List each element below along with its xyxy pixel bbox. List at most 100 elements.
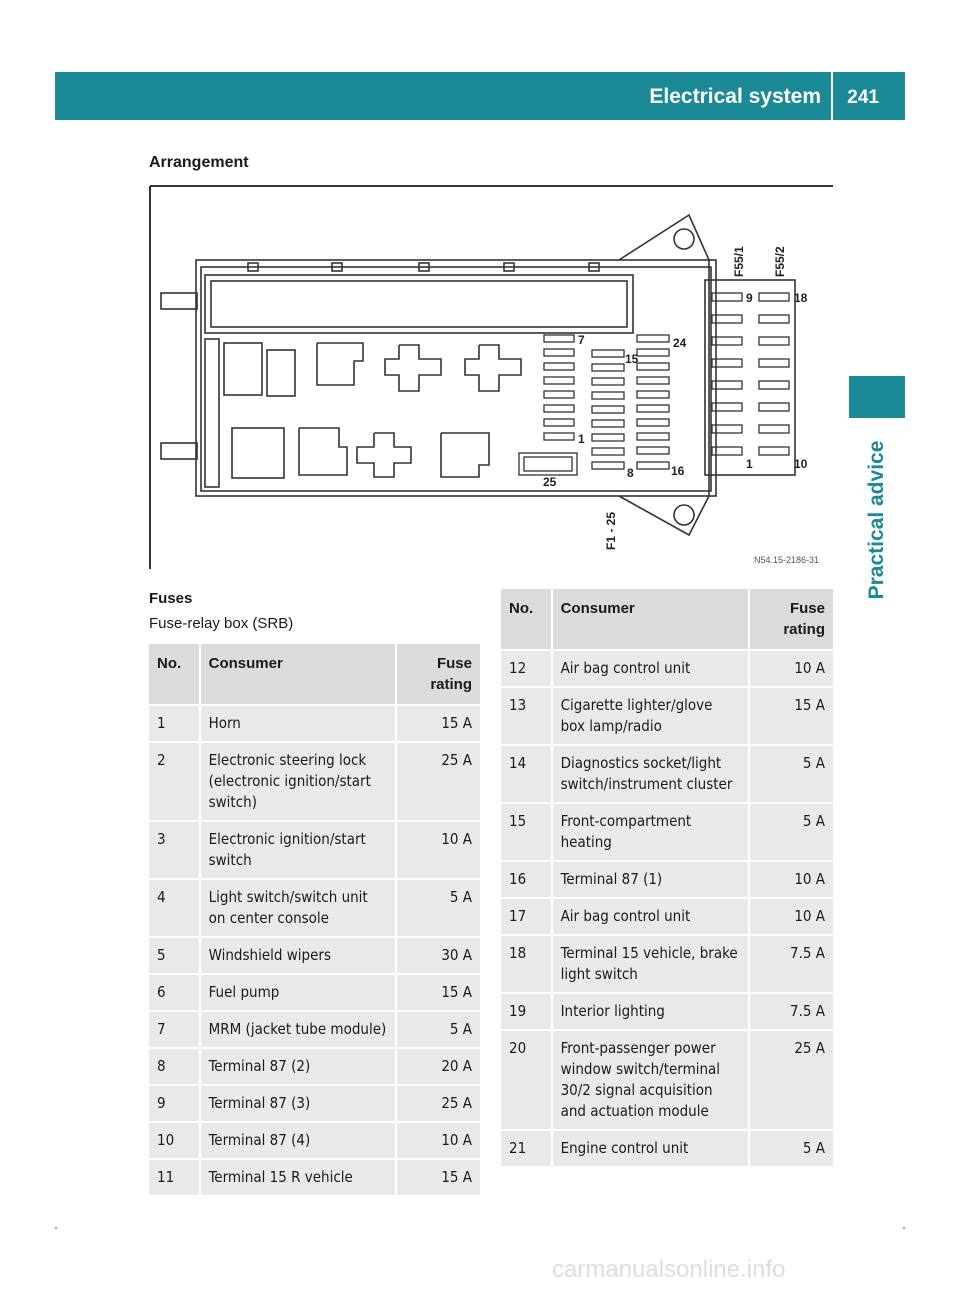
cell-rating: 5 A (750, 1131, 833, 1168)
cell-no: 9 (149, 1086, 201, 1123)
crop-mark-right (903, 1227, 905, 1229)
fuse-box-diagram: F55/1 F55/2 9 18 7 24 15 1 1 10 8 16 25 … (149, 185, 833, 569)
header-bar: Electrical system 241 (55, 72, 905, 120)
cell-no: 13 (501, 688, 553, 746)
header-rating: Fuse rating (397, 644, 480, 706)
cell-consumer: Terminal 87 (4) (200, 1123, 398, 1160)
side-tab-label: Practical advice (865, 440, 888, 600)
cell-no: 19 (501, 994, 553, 1031)
cell-consumer: Windshield wipers (200, 938, 398, 975)
cell-rating: 10 A (750, 899, 833, 936)
cell-rating: 10 A (750, 651, 833, 688)
side-tab: Practical advice (848, 425, 906, 615)
cell-consumer: Front-compartment heating (552, 804, 751, 862)
cell-no: 18 (501, 936, 553, 994)
cell-rating: 15 A (397, 706, 480, 743)
cell-no: 6 (149, 975, 201, 1012)
chapter-title: Electrical system (649, 85, 821, 108)
cell-consumer: Cigarette lighter/glove box lamp/radio (552, 688, 751, 746)
cell-no: 7 (149, 1012, 201, 1049)
header-no: No. (501, 589, 553, 651)
cell-consumer: Terminal 87 (2) (200, 1049, 398, 1086)
cell-no: 21 (501, 1131, 553, 1168)
cell-consumer: Air bag control unit (552, 899, 751, 936)
cell-consumer: Terminal 87 (1) (552, 862, 751, 899)
cell-rating: 25 A (397, 743, 480, 822)
cell-no: 5 (149, 938, 201, 975)
diagram-ref: N54.15-2186-31 (754, 555, 819, 565)
cell-consumer: Terminal 87 (3) (200, 1086, 398, 1123)
cell-rating: 10 A (397, 822, 480, 880)
cell-rating: 7.5 A (750, 936, 833, 994)
cell-no: 12 (501, 651, 553, 688)
label-8: 8 (627, 466, 634, 480)
label-f1-25: F1 - 25 (604, 512, 618, 550)
cell-no: 11 (149, 1160, 201, 1197)
label-9: 9 (746, 291, 753, 305)
cell-consumer: MRM (jacket tube module) (200, 1012, 398, 1049)
label-25: 25 (543, 475, 557, 489)
cell-no: 3 (149, 822, 201, 880)
cell-consumer: Terminal 15 vehicle, brake light switch (552, 936, 751, 994)
cell-rating: 5 A (397, 1012, 480, 1049)
watermark-url: carmanualsonline.info (552, 1256, 786, 1283)
header-consumer: Consumer (200, 644, 398, 706)
cell-rating: 10 A (750, 862, 833, 899)
cell-no: 14 (501, 746, 553, 804)
cell-rating: 5 A (750, 804, 833, 862)
cell-rating: 25 A (750, 1031, 833, 1131)
label-18: 18 (794, 291, 808, 305)
label-1-left: 1 (578, 432, 585, 446)
cell-consumer: Electronic ignition/start switch (200, 822, 398, 880)
cell-rating: 15 A (397, 1160, 480, 1197)
label-15: 15 (625, 352, 639, 366)
cell-consumer: Diagnostics socket/light switch/instrume… (552, 746, 751, 804)
cell-rating: 10 A (397, 1123, 480, 1160)
cell-no: 17 (501, 899, 553, 936)
cell-consumer: Light switch/switch unit on center conso… (200, 880, 398, 938)
cell-rating: 5 A (750, 746, 833, 804)
header-no: No. (149, 644, 201, 706)
cell-consumer: Electronic steering lock (electronic ign… (200, 743, 398, 822)
label-f55-2: F55/2 (773, 246, 787, 277)
cell-consumer: Terminal 15 R vehicle (200, 1160, 398, 1197)
section-title: Arrangement (149, 154, 249, 171)
label-16: 16 (671, 464, 685, 478)
cell-rating: 20 A (397, 1049, 480, 1086)
cell-consumer: Horn (200, 706, 398, 743)
side-tab-marker (849, 376, 905, 418)
cell-no: 16 (501, 862, 553, 899)
cell-no: 15 (501, 804, 553, 862)
label-10: 10 (794, 457, 808, 471)
header-consumer: Consumer (552, 589, 751, 651)
cell-rating: 25 A (397, 1086, 480, 1123)
fuses-subtitle: Fuse-relay box (SRB) (149, 615, 294, 632)
cell-no: 20 (501, 1031, 553, 1131)
label-7: 7 (578, 333, 585, 347)
label-24: 24 (673, 336, 687, 350)
label-1-right: 1 (746, 457, 753, 471)
table-header-row: No. Consumer Fuse rating (149, 644, 480, 706)
cell-consumer: Fuel pump (200, 975, 398, 1012)
cell-no: 8 (149, 1049, 201, 1086)
cell-rating: 7.5 A (750, 994, 833, 1031)
table-header-row: No. Consumer Fuse rating (501, 589, 833, 651)
